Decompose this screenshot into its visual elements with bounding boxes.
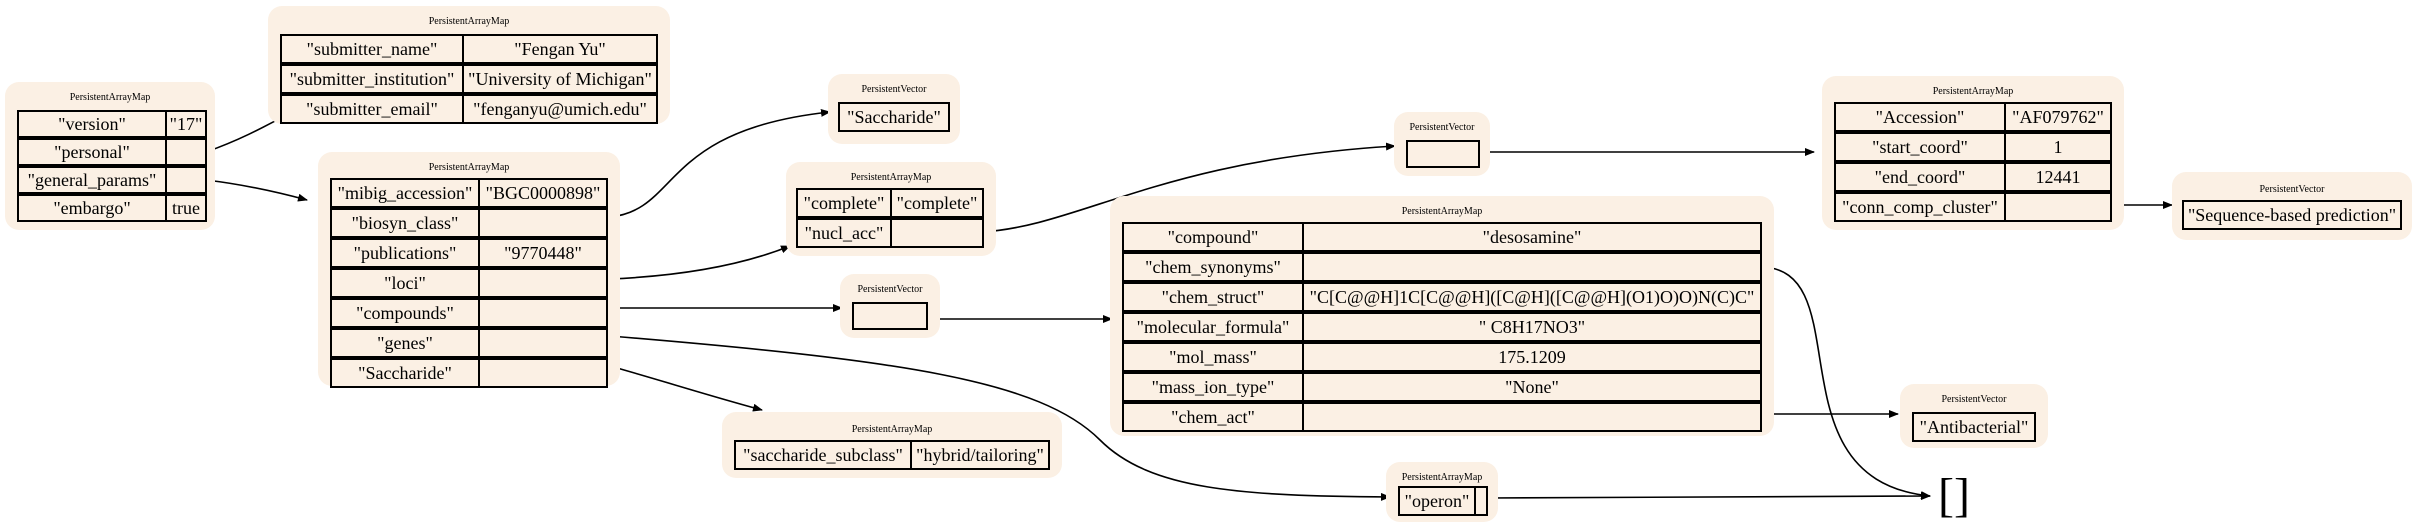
- key-compound: "compound": [1122, 222, 1304, 252]
- key-loci: "loci": [330, 268, 480, 298]
- key-compounds: "compounds": [330, 298, 480, 328]
- value-operon: [1474, 486, 1488, 516]
- empty-vector: []: [1938, 469, 1970, 522]
- nucl-acc-vector: PersistentVector: [1394, 112, 1490, 176]
- key-operon: "operon": [1398, 486, 1476, 516]
- loci-map: PersistentArrayMap "complete" "complete"…: [786, 162, 996, 256]
- key-submitter-institution: "submitter_institution": [280, 64, 464, 94]
- compounds-vector: PersistentVector: [840, 274, 940, 338]
- edge-nucl-acc: [981, 142, 1396, 233]
- edge-biosyn-class: [609, 108, 831, 218]
- key-saccharide-subclass: "saccharide_subclass": [734, 440, 912, 470]
- node-title: PersistentVector: [1409, 122, 1475, 133]
- value-saccharide: [478, 358, 608, 388]
- value-chem-act: [1302, 402, 1762, 432]
- value-saccharide-subclass: "hybrid/tailoring": [910, 440, 1050, 470]
- value-version: "17": [165, 110, 207, 138]
- edge-chem-synonyms: [1762, 266, 1931, 500]
- value-loci: [478, 268, 608, 298]
- value-complete: "complete": [890, 188, 984, 218]
- key-complete: "complete": [796, 188, 892, 218]
- value-biosyn-class: [478, 208, 608, 238]
- key-genes: "genes": [330, 328, 480, 358]
- key-end-coord: "end_coord": [1834, 162, 2006, 192]
- key-personal: "personal": [17, 138, 167, 166]
- personal-map: PersistentArrayMap "submitter_name" "Fen…: [268, 6, 670, 124]
- evidence-vector: PersistentVector "Sequence-based predict…: [2172, 172, 2412, 240]
- value-submitter-institution: "University of Michigan": [462, 64, 658, 94]
- value-embargo: true: [165, 194, 207, 222]
- node-title: PersistentArrayMap: [1932, 86, 2014, 97]
- key-submitter-email: "submitter_email": [280, 94, 464, 124]
- key-biosyn-class: "biosyn_class": [330, 208, 480, 238]
- edge-operon: [1487, 492, 1931, 501]
- key-nucl-acc: "nucl_acc": [796, 218, 892, 248]
- value-chem-struct: "C[C@@H]1C[C@@H]([C@H]([C@@H](O1)O)O)N(C…: [1302, 282, 1762, 312]
- key-embargo: "embargo": [17, 194, 167, 222]
- value-mass-ion-type: "None": [1302, 372, 1762, 402]
- value-submitter-name: "Fengan Yu": [462, 34, 658, 64]
- key-molecular-formula: "molecular_formula": [1122, 312, 1304, 342]
- value-start-coord: 1: [2004, 132, 2112, 162]
- node-title: PersistentVector: [861, 84, 927, 95]
- value-publications: "9770448": [478, 238, 608, 268]
- edge-general-params: [205, 179, 308, 202]
- compound-map: PersistentArrayMap "compound" "desosamin…: [1110, 196, 1774, 436]
- value-chem-synonyms: [1302, 252, 1762, 282]
- edge-saccharide: [609, 365, 763, 412]
- key-submitter-name: "submitter_name": [280, 34, 464, 64]
- node-title: PersistentVector: [2259, 184, 2325, 195]
- value-mibig-accession: "BGC0000898": [478, 178, 608, 208]
- value-molecular-formula: " C8H17NO3": [1302, 312, 1762, 342]
- biosyn-class-vector: PersistentVector "Saccharide": [828, 74, 960, 144]
- node-title: PersistentArrayMap: [69, 92, 151, 103]
- key-chem-act: "chem_act": [1122, 402, 1304, 432]
- node-title: PersistentArrayMap: [1401, 472, 1483, 483]
- edge-genes: [609, 335, 1391, 501]
- node-title: PersistentArrayMap: [851, 424, 933, 435]
- value-accession: "AF079762": [2004, 102, 2112, 132]
- root-map: PersistentArrayMap "version" "17" "perso…: [5, 82, 215, 230]
- key-chem-struct: "chem_struct": [1122, 282, 1304, 312]
- key-start-coord: "start_coord": [1834, 132, 2006, 162]
- value-submitter-email: "fenganyu@umich.edu": [462, 94, 658, 124]
- genes-map: PersistentArrayMap "operon": [1386, 462, 1498, 522]
- key-chem-synonyms: "chem_synonyms": [1122, 252, 1304, 282]
- key-mol-mass: "mol_mass": [1122, 342, 1304, 372]
- edge-loci: [609, 245, 791, 280]
- item-saccharide: "Saccharide": [838, 102, 950, 132]
- general-params-map: PersistentArrayMap "mibig_accession" "BG…: [318, 152, 620, 388]
- key-general-params: "general_params": [17, 166, 167, 194]
- node-title: PersistentVector: [1941, 394, 2007, 405]
- value-compounds: [478, 298, 608, 328]
- value-compound: "desosamine": [1302, 222, 1762, 252]
- item-compound-entry: [852, 302, 928, 330]
- item-antibacterial: "Antibacterial": [1912, 412, 2036, 442]
- key-accession: "Accession": [1834, 102, 2006, 132]
- saccharide-map: PersistentArrayMap "saccharide_subclass"…: [722, 412, 1062, 478]
- value-genes: [478, 328, 608, 358]
- value-nucl-acc: [890, 218, 984, 248]
- key-mass-ion-type: "mass_ion_type": [1122, 372, 1304, 402]
- value-general-params: [165, 166, 207, 194]
- key-version: "version": [17, 110, 167, 138]
- accession-map: PersistentArrayMap "Accession" "AF079762…: [1822, 76, 2124, 230]
- node-title: PersistentArrayMap: [428, 16, 510, 27]
- key-saccharide: "Saccharide": [330, 358, 480, 388]
- node-title: PersistentVector: [857, 284, 923, 295]
- value-conn-comp-cluster: [2004, 192, 2112, 222]
- node-title: PersistentArrayMap: [850, 172, 932, 183]
- item-sequence-based-prediction: "Sequence-based prediction": [2182, 200, 2402, 230]
- value-mol-mass: 175.1209: [1302, 342, 1762, 372]
- key-mibig-accession: "mibig_accession": [330, 178, 480, 208]
- activity-vector: PersistentVector "Antibacterial": [1900, 384, 2048, 448]
- key-conn-comp-cluster: "conn_comp_cluster": [1834, 192, 2006, 222]
- node-title: PersistentArrayMap: [1401, 206, 1483, 217]
- value-personal: [165, 138, 207, 166]
- key-publications: "publications": [330, 238, 480, 268]
- item-accession-entry: [1406, 140, 1480, 168]
- value-end-coord: 12441: [2004, 162, 2112, 192]
- node-title: PersistentArrayMap: [428, 162, 510, 173]
